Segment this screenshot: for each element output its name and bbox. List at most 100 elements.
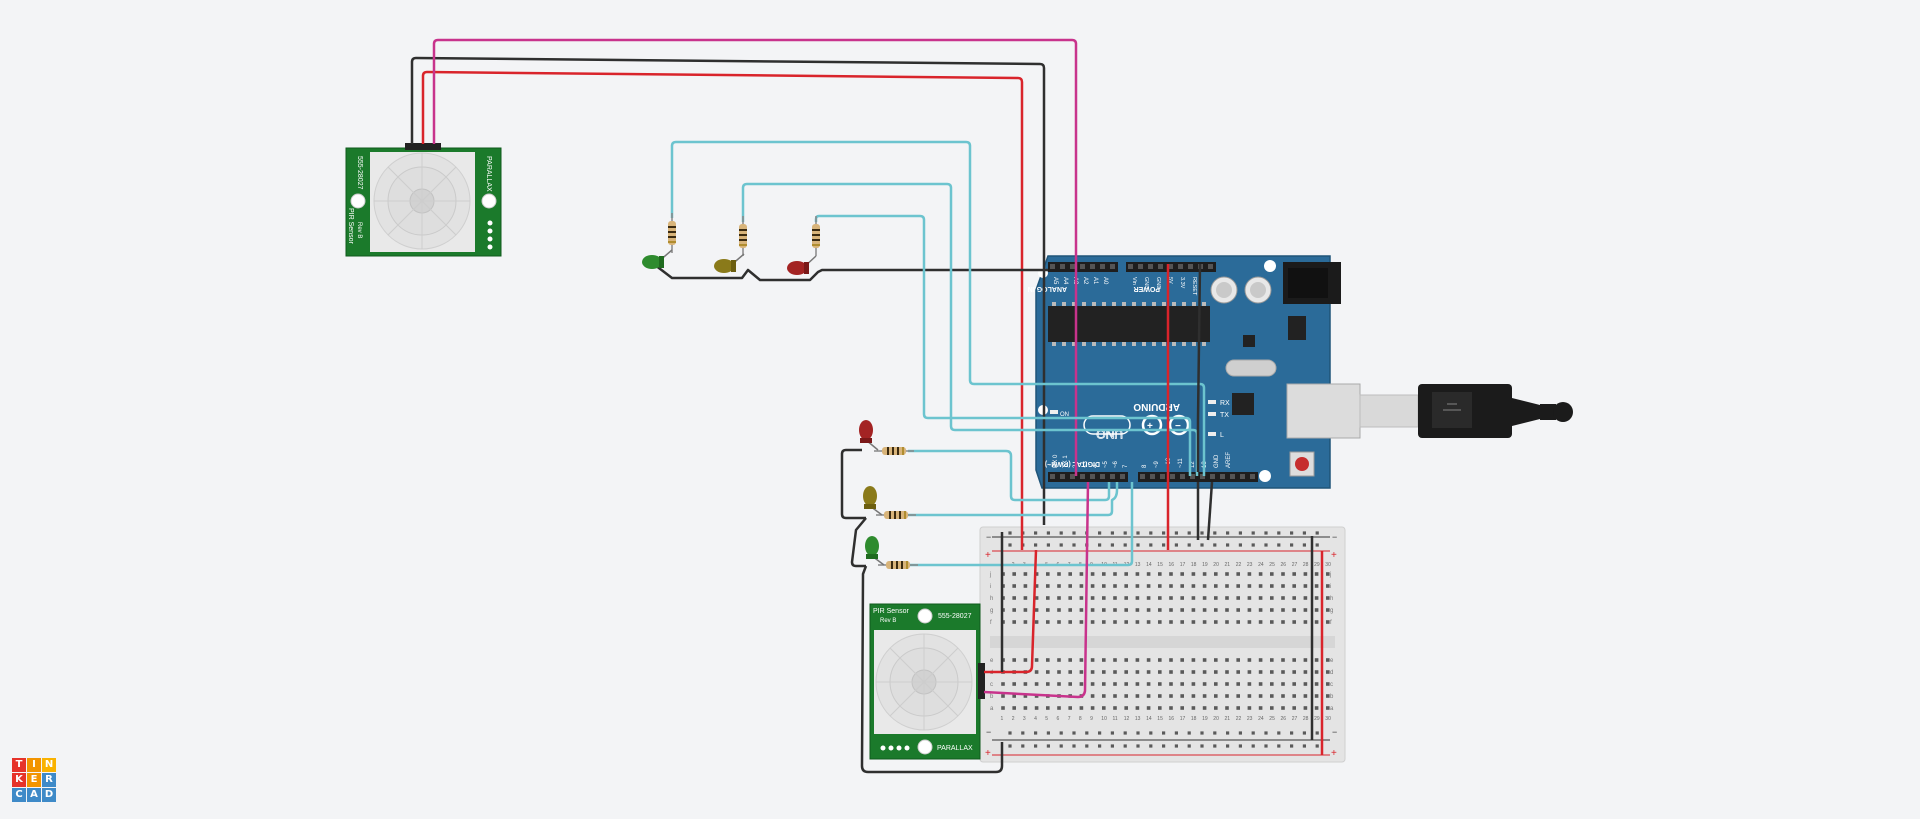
pir-mount-hole (350, 193, 366, 209)
arduino-brand-label: ARDUINO (1133, 401, 1180, 412)
wire-bottom-led3 (910, 482, 1134, 567)
digital-pin-label: ~3 (1083, 460, 1089, 468)
breadboard-row-label: h (1330, 596, 1333, 602)
breadboard-col-number: 15 (1157, 562, 1163, 568)
breadboard-row-label: j (989, 572, 991, 578)
breadboard-labels: 1122334455667788991010111112121313141415… (989, 562, 1334, 722)
breadboard-col-number: 9 (1090, 716, 1093, 722)
breadboard-col-number: 10 (1101, 716, 1107, 722)
led-yellow-bottom[interactable] (863, 486, 883, 516)
usb-port[interactable] (1286, 383, 1361, 439)
led-green-bottom[interactable] (865, 536, 885, 566)
pir-rev: Rev B (356, 222, 362, 238)
pir-pins (978, 663, 985, 699)
resistor[interactable] (739, 216, 747, 256)
breadboard-col-number: 12 (1124, 716, 1130, 722)
breadboard-col-number: 15 (1157, 716, 1163, 722)
digital-pwm-label: DIGITAL (PWM~) (1045, 460, 1100, 467)
breadboard-row-label: f (990, 620, 992, 626)
pir-brand: PARALLAX (937, 745, 973, 752)
breadboard-row-label: c (1330, 682, 1333, 688)
breadboard-col-number: 11 (1113, 716, 1118, 722)
tx-label: TX (1220, 412, 1229, 419)
breadboard-col-number: 13 (1135, 562, 1141, 568)
logo-letter: I (27, 758, 41, 772)
mount-hole (1259, 470, 1271, 482)
wire-top-leds-gnd (654, 264, 1048, 282)
pir-sensor-bottom[interactable]: 555-28027 PIR Sensor Rev B PARALLAX (869, 603, 985, 760)
digital-pin-label: 12 (1190, 461, 1196, 468)
breadboard-col-number: 21 (1225, 716, 1231, 722)
breadboard-col-number: 26 (1281, 716, 1287, 722)
resistor[interactable] (878, 561, 918, 569)
logo-letter: C (12, 788, 26, 802)
breadboard-col-number: 16 (1169, 716, 1175, 722)
breadboard-col-number: 8 (1079, 716, 1082, 722)
wire-bottom-led2 (908, 482, 1119, 517)
rail-plus-label: + (985, 550, 991, 561)
resistor[interactable] (668, 213, 676, 253)
wires[interactable] (410, 38, 1324, 774)
digital-pin-label: ~11 (1178, 458, 1184, 468)
usb-chip (1232, 393, 1254, 415)
resistor[interactable] (812, 216, 820, 256)
breadboard[interactable]: − + − + − + − + 112233445566778899101011… (979, 526, 1346, 763)
analog-pin-label: A4 (1062, 277, 1068, 285)
digital-header-low[interactable] (1048, 472, 1128, 482)
rx-led (1208, 400, 1216, 404)
breadboard-col-number: 23 (1247, 562, 1253, 568)
resistors[interactable] (668, 213, 918, 569)
analog-pin-label: A2 (1082, 277, 1088, 285)
voltage-regulator (1288, 316, 1306, 340)
wire-top-led3 (814, 214, 1192, 476)
pir-rev: Rev B (880, 618, 896, 624)
wire-pir-top-out (432, 38, 1078, 476)
breadboard-col-number: 22 (1236, 716, 1242, 722)
crystal (1225, 359, 1277, 377)
arduino-infinity-logo (1141, 414, 1163, 436)
breadboard-col-number: 18 (1191, 716, 1197, 722)
digital-pin-label: ~6 (1113, 460, 1119, 468)
pir-part-number: 555-28027 (356, 156, 363, 190)
breadboard-row-label: e (990, 658, 994, 664)
led-red-bottom[interactable] (859, 420, 879, 451)
rail-minus-label: − (986, 532, 991, 542)
breadboard-col-number: 13 (1135, 716, 1141, 722)
led-yellow-top[interactable] (714, 253, 745, 273)
led-red-top[interactable] (787, 255, 817, 275)
breadboard-row-label: b (1330, 694, 1334, 700)
rail-minus-label-right: − (1332, 532, 1337, 542)
l-led (1208, 432, 1216, 436)
wire-bottom-leds-gnd-3 (860, 565, 1004, 774)
led-green-top[interactable] (642, 249, 673, 269)
breadboard-row-label: a (990, 706, 994, 712)
power-pin-label: GND (1155, 277, 1161, 289)
logo-letter: T (12, 758, 26, 772)
breadboard-col-number: 17 (1180, 716, 1186, 722)
wire-top-led1 (670, 140, 1206, 476)
usb-cable[interactable] (1359, 384, 1573, 438)
breadboard-row-label: h (990, 596, 993, 602)
pir-sensor-top[interactable]: 555-28027 PIR Sensor Rev B PARALLAX (345, 143, 502, 257)
digital-pin-label: 8 (1142, 464, 1148, 468)
digital-pin-label: 4 (1093, 464, 1099, 468)
digital-pin-label: ~5 (1103, 460, 1109, 468)
digital-header-high[interactable] (1138, 472, 1258, 482)
rail-minus-label-bottom-right: − (1332, 727, 1337, 737)
breadboard-col-number: 18 (1191, 562, 1197, 568)
pir-mount-hole (917, 739, 933, 755)
analog-pin-label: A1 (1092, 277, 1098, 285)
breadboard-row-label: b (990, 694, 994, 700)
breadboard-col-number: 28 (1303, 562, 1309, 568)
logo-letter: R (42, 773, 56, 787)
analog-pin-label: A0 (1102, 277, 1108, 285)
resistor[interactable] (874, 447, 914, 455)
power-pin-label: GND (1143, 277, 1149, 289)
digital-pin-label: TX 1 (1063, 455, 1069, 468)
breadboard-col-number: 28 (1303, 716, 1309, 722)
leds[interactable] (642, 249, 885, 566)
resistor[interactable] (876, 511, 916, 519)
